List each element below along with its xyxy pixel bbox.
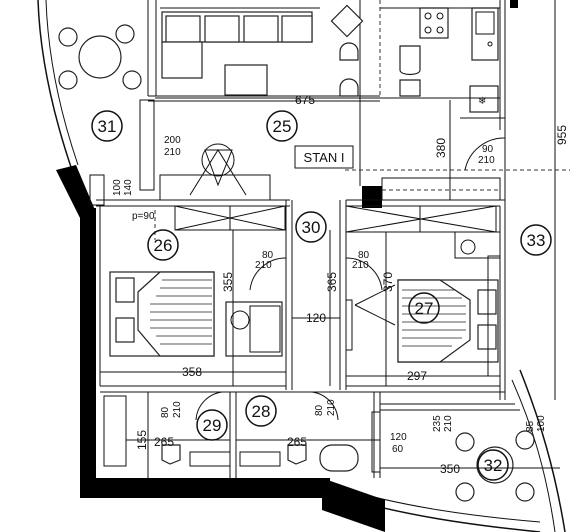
dim-60-win: 60	[392, 444, 404, 455]
dim-210-bath1: 210	[172, 401, 183, 418]
room-31: 31	[98, 117, 117, 136]
dim-155: 155	[135, 430, 149, 450]
dim-370: 370	[381, 272, 395, 292]
left-balcony-outline	[37, 0, 95, 218]
closets	[174, 143, 501, 233]
bathrooms	[103, 391, 381, 473]
dim-297: 297	[407, 369, 427, 383]
room-29: 29	[203, 416, 222, 435]
dim-380: 380	[434, 138, 448, 158]
dim-358: 358	[182, 365, 202, 379]
dim-120: 120	[306, 311, 326, 325]
room-27: 27	[415, 299, 434, 318]
dim-210-bath2: 210	[326, 399, 337, 416]
room-30: 30	[302, 218, 321, 237]
room-33: 33	[527, 231, 546, 250]
dim-955: 955	[555, 125, 569, 145]
dim-100-win: 100	[536, 415, 547, 432]
bed-26	[109, 271, 283, 357]
dim-210-left: 210	[255, 260, 272, 271]
unit-label-box	[294, 145, 354, 169]
corner-seat	[330, 4, 364, 97]
windows-left	[89, 99, 271, 206]
svg-text:❄: ❄	[478, 96, 486, 107]
room-25: 25	[273, 117, 292, 136]
dim-265-a: 265	[154, 435, 174, 449]
unit-label: STAN I	[304, 150, 345, 165]
dim-90-210: 210	[478, 155, 495, 166]
dashed-lines	[154, 0, 570, 240]
dim-80-bath1: 80	[160, 406, 171, 418]
dim-80-bath2: 80	[314, 404, 325, 416]
dim-675: 675	[295, 93, 315, 107]
dim-350: 350	[440, 462, 460, 476]
exterior-walls	[80, 0, 518, 532]
dining-set	[58, 24, 142, 90]
dim-235: 235	[432, 415, 443, 432]
dim-80-left: 80	[262, 250, 274, 261]
kitchen: ❄	[380, 7, 505, 119]
room-26: 26	[154, 236, 173, 255]
dim-80-right: 80	[358, 250, 370, 261]
floor-note: p=90	[132, 211, 155, 222]
dimension-texts: 675 955 380 90 210 200 210 100 140 p=90 …	[112, 93, 569, 476]
sofa	[160, 7, 320, 96]
dim-120-win: 120	[390, 432, 407, 443]
dim-235-210: 210	[443, 415, 454, 432]
room-28: 28	[252, 402, 271, 421]
dim-85: 85	[525, 420, 536, 432]
dim-210-right: 210	[352, 260, 369, 271]
dimension-lines	[100, 0, 560, 478]
dim-200: 200	[164, 135, 181, 146]
room-32: 32	[484, 456, 503, 475]
dim-100: 100	[112, 179, 123, 196]
bedroom-doors	[249, 257, 396, 351]
door-90	[464, 137, 506, 171]
room-markers: 31 25 26 30 33 27 29 28 32	[91, 110, 552, 481]
bed-27	[397, 231, 501, 377]
dim-265-b: 265	[287, 435, 307, 449]
dim-140: 140	[123, 179, 134, 196]
dim-355: 355	[221, 272, 235, 292]
dim-200-210: 210	[164, 147, 181, 158]
dim-90: 90	[482, 144, 494, 155]
dim-365: 365	[325, 272, 339, 292]
balcony-table	[455, 430, 535, 502]
